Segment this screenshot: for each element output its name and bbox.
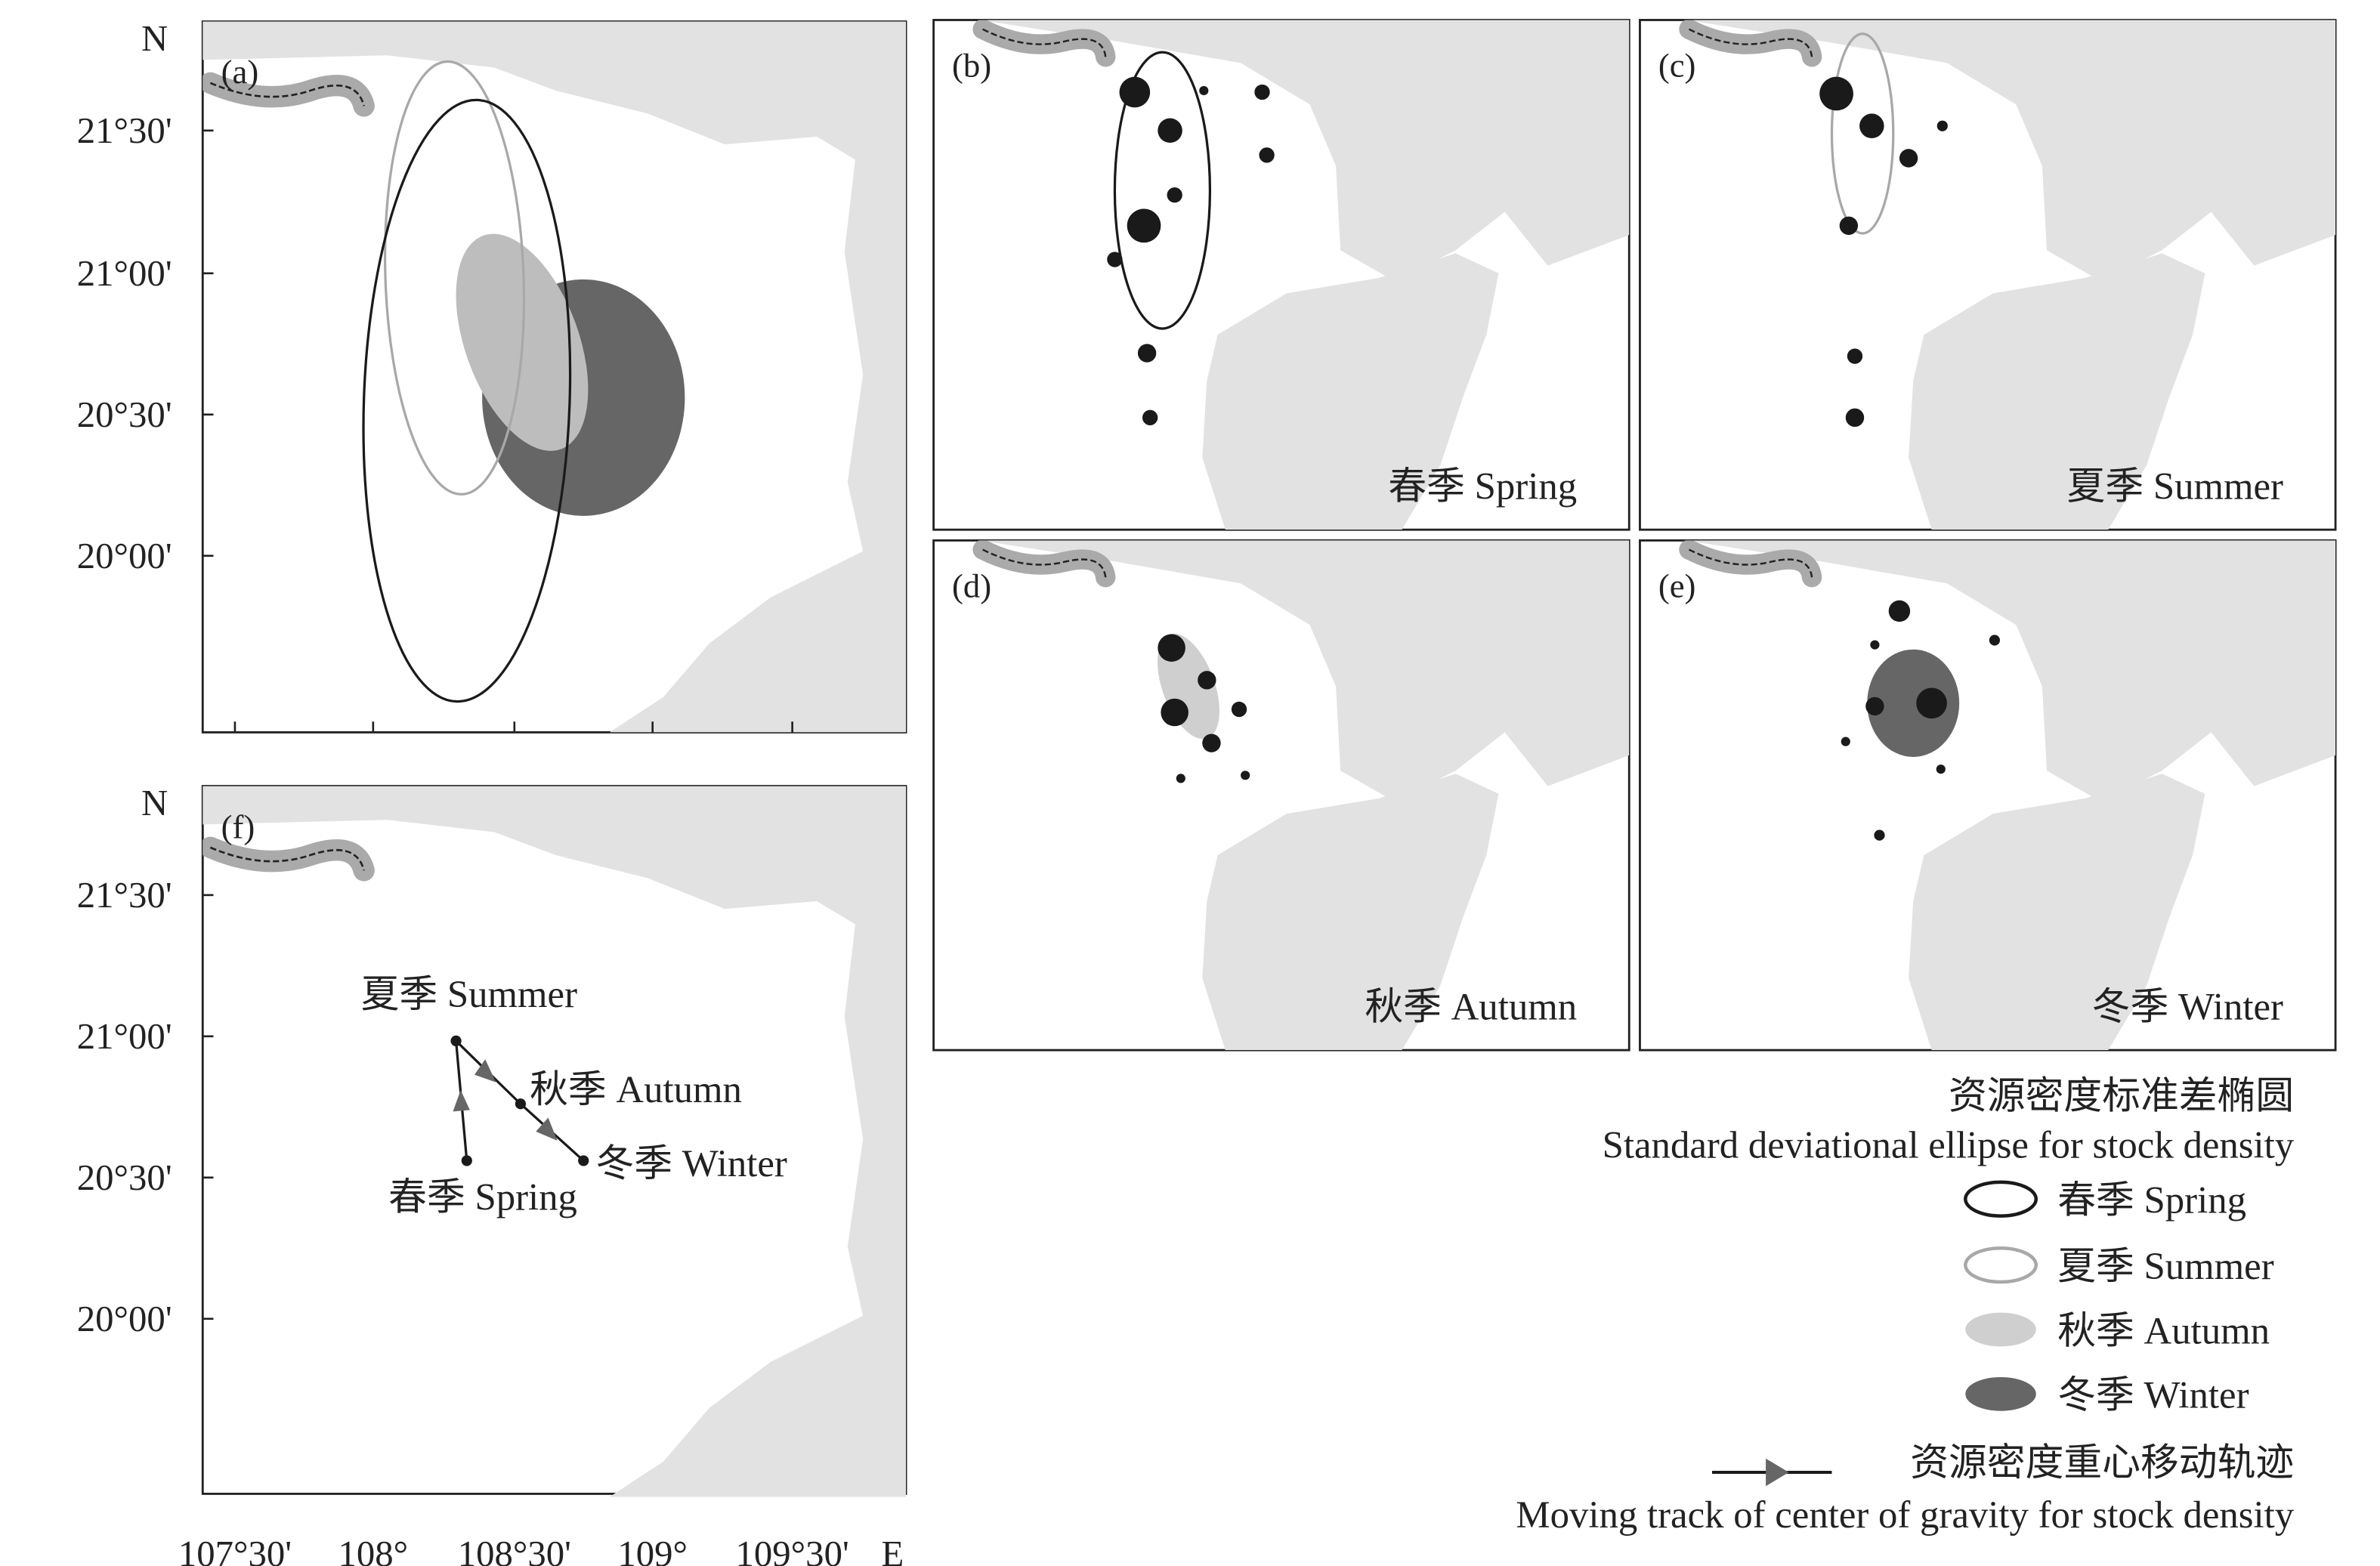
panel-f-track-map: (f) 夏季 Summer 秋季 Autumn 冬季 Winter 春季 Spr… xyxy=(201,785,907,1497)
lat-tick-label: 21°00' xyxy=(77,253,172,294)
density-point xyxy=(1845,408,1865,428)
density-point xyxy=(1936,120,1948,131)
lon-tick-label: 107°30' xyxy=(178,1534,292,1566)
density-point xyxy=(1259,147,1275,163)
north-label: N xyxy=(141,783,168,823)
lat-tick-label: 20°00' xyxy=(77,536,172,576)
density-point xyxy=(1119,76,1151,108)
panel-tag: (c) xyxy=(1658,47,1696,85)
legend-track-title-cn: 资源密度重心移动轨迹 xyxy=(1910,1441,2294,1484)
density-point xyxy=(1158,118,1182,144)
density-point xyxy=(1254,84,1270,100)
summer-track-label: 夏季 Summer xyxy=(361,973,578,1015)
legend-item-label: 春季 Spring xyxy=(2057,1179,2246,1222)
lat-tick-label: 21°30' xyxy=(77,875,172,916)
density-point xyxy=(1161,698,1188,727)
season-label: 秋季 Autumn xyxy=(1365,985,1577,1027)
density-point xyxy=(1198,671,1216,690)
legend-swatch-summer xyxy=(1964,1246,2038,1284)
lat-tick-label: 20°30' xyxy=(77,1157,172,1198)
east-label: E xyxy=(882,1534,904,1566)
density-point xyxy=(1176,774,1185,783)
autumn-track-label: 秋季 Autumn xyxy=(530,1068,742,1110)
density-point xyxy=(1127,208,1161,243)
panel-d-season-map: (d) 秋季 Autumn xyxy=(932,539,1630,1052)
legend-track-arrow-icon xyxy=(1766,1458,1789,1487)
density-point xyxy=(1839,216,1859,235)
density-point xyxy=(1847,348,1863,364)
legend-swatch-winter xyxy=(1965,1376,2036,1411)
panel-e-season-map: (e) 冬季 Winter xyxy=(1639,539,2337,1052)
density-point xyxy=(1936,764,1946,774)
panel-a-axes: N 21°30' 21°00' 20°30' 20°00' 107°30' 108° 10… xyxy=(77,18,849,1566)
legend-track-title-en: Moving track of center of gravity for st… xyxy=(1516,1493,2294,1536)
track-arrows xyxy=(453,1059,558,1141)
legend: 资源密度标准差椭圆 Standard deviational ellipse f… xyxy=(1516,1074,2294,1536)
lon-tick-label: 108° xyxy=(338,1534,409,1566)
density-point xyxy=(1989,635,2001,646)
legend-swatch-autumn xyxy=(1965,1312,2036,1347)
density-point xyxy=(1841,737,1850,746)
panel-a-ellipses-map: (a) xyxy=(201,20,907,734)
arrow-summer-autumn xyxy=(474,1059,496,1083)
density-point xyxy=(1142,409,1158,425)
north-label: N xyxy=(141,18,168,59)
season-label: 夏季 Summer xyxy=(2067,465,2284,508)
density-point xyxy=(1158,634,1185,662)
density-point xyxy=(1865,697,1884,716)
panel-tag: (d) xyxy=(952,567,991,605)
sd-ellipse xyxy=(1113,51,1212,330)
legend-ellipse-title-cn: 资源密度标准差椭圆 xyxy=(1949,1074,2294,1117)
panel-c-season-map: (c) 夏季 Summer xyxy=(1639,19,2337,531)
panel-tag: (f) xyxy=(221,808,255,846)
lat-tick-label: 20°30' xyxy=(77,394,172,435)
lon-tick-label: 108°30' xyxy=(458,1534,571,1566)
panel-tag: (e) xyxy=(1658,567,1696,605)
density-point xyxy=(1231,701,1247,718)
legend-item-label: 冬季 Winter xyxy=(2057,1374,2249,1416)
lat-tick-label: 21°30' xyxy=(77,110,172,151)
season-label: 春季 Spring xyxy=(1388,465,1577,508)
density-point xyxy=(1870,640,1880,650)
lon-tick-label: 109°30' xyxy=(736,1534,849,1566)
density-point xyxy=(1859,113,1884,138)
density-point xyxy=(1202,734,1221,752)
lat-tick-label: 21°00' xyxy=(77,1016,172,1057)
arrow-spring-summer xyxy=(453,1089,470,1112)
lon-tick-label: 109° xyxy=(617,1534,688,1566)
spring-center xyxy=(461,1155,472,1166)
summer-center xyxy=(450,1035,462,1047)
density-point xyxy=(1916,687,1947,719)
autumn-center xyxy=(515,1098,527,1110)
density-point xyxy=(1137,344,1157,363)
panel-tag: (b) xyxy=(952,47,991,85)
density-point xyxy=(1899,149,1918,168)
spring-track-label: 春季 Spring xyxy=(388,1175,577,1218)
legend-ellipse-title-en: Standard deviational ellipse for stock d… xyxy=(1603,1123,2295,1166)
density-point xyxy=(1167,187,1182,203)
summer-ellipse xyxy=(383,60,526,496)
arrow-autumn-winter xyxy=(536,1117,558,1141)
sd-ellipse xyxy=(1830,32,1895,235)
winter-track-label: 冬季 Winter xyxy=(596,1142,787,1185)
winter-center xyxy=(578,1155,589,1166)
lat-tick-label: 20°00' xyxy=(77,1299,172,1339)
density-point xyxy=(1888,600,1911,622)
legend-item-label: 秋季 Autumn xyxy=(2057,1309,2270,1351)
density-point xyxy=(1241,771,1250,780)
legend-swatch-spring xyxy=(1964,1180,2038,1218)
density-point xyxy=(1874,829,1885,841)
panel-f-axes: N 21°30' 21°00' 20°30' 20°00' E xyxy=(77,783,904,1566)
season-label: 冬季 Winter xyxy=(2092,985,2283,1027)
panel-b-season-map: (b) 春季 Spring xyxy=(932,19,1630,531)
spring-ellipse xyxy=(362,98,572,703)
density-point xyxy=(1199,85,1209,96)
sd-ellipse xyxy=(1867,649,1960,757)
panel-tag: (a) xyxy=(221,53,259,91)
legend-item-label: 夏季 Summer xyxy=(2057,1245,2274,1287)
density-point xyxy=(1819,76,1853,111)
density-point xyxy=(1107,252,1123,267)
